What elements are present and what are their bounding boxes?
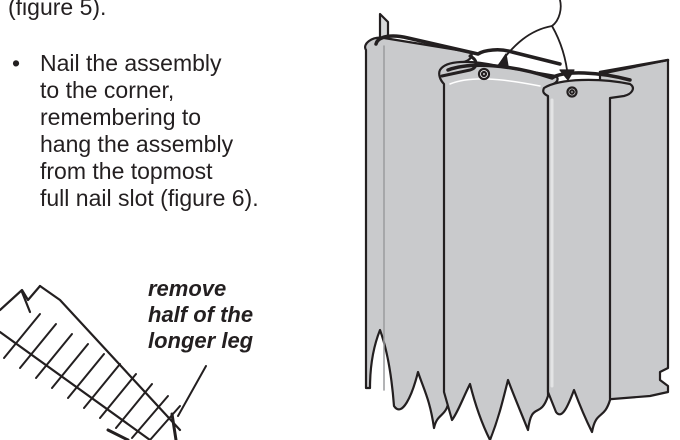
instruction-line: to the corner, <box>40 77 175 103</box>
instruction-line: hang the assembly <box>40 131 234 157</box>
cut-instruction-callout: remove half of the longer leg <box>148 276 308 354</box>
trim-piece-drawing <box>0 284 207 440</box>
instruction-line: remembering to <box>40 104 202 130</box>
instruction-line: from the topmost <box>40 158 213 184</box>
instruction-line: Nail the assembly <box>40 50 222 76</box>
instruction-step-text: Nail the assembly to the corner, remembe… <box>40 50 320 212</box>
instruction-text-column: (figure 5). • Nail the assembly to the c… <box>0 0 330 260</box>
siding-assembly-drawing <box>364 0 670 440</box>
callout-line: longer leg <box>148 328 254 353</box>
instruction-line: full nail slot (figure 6). <box>40 185 259 211</box>
bullet-marker: • <box>12 50 21 76</box>
callout-line: half of the <box>148 302 254 327</box>
callout-line: remove <box>148 276 227 301</box>
figure-reference-text: (figure 5). <box>8 0 107 20</box>
